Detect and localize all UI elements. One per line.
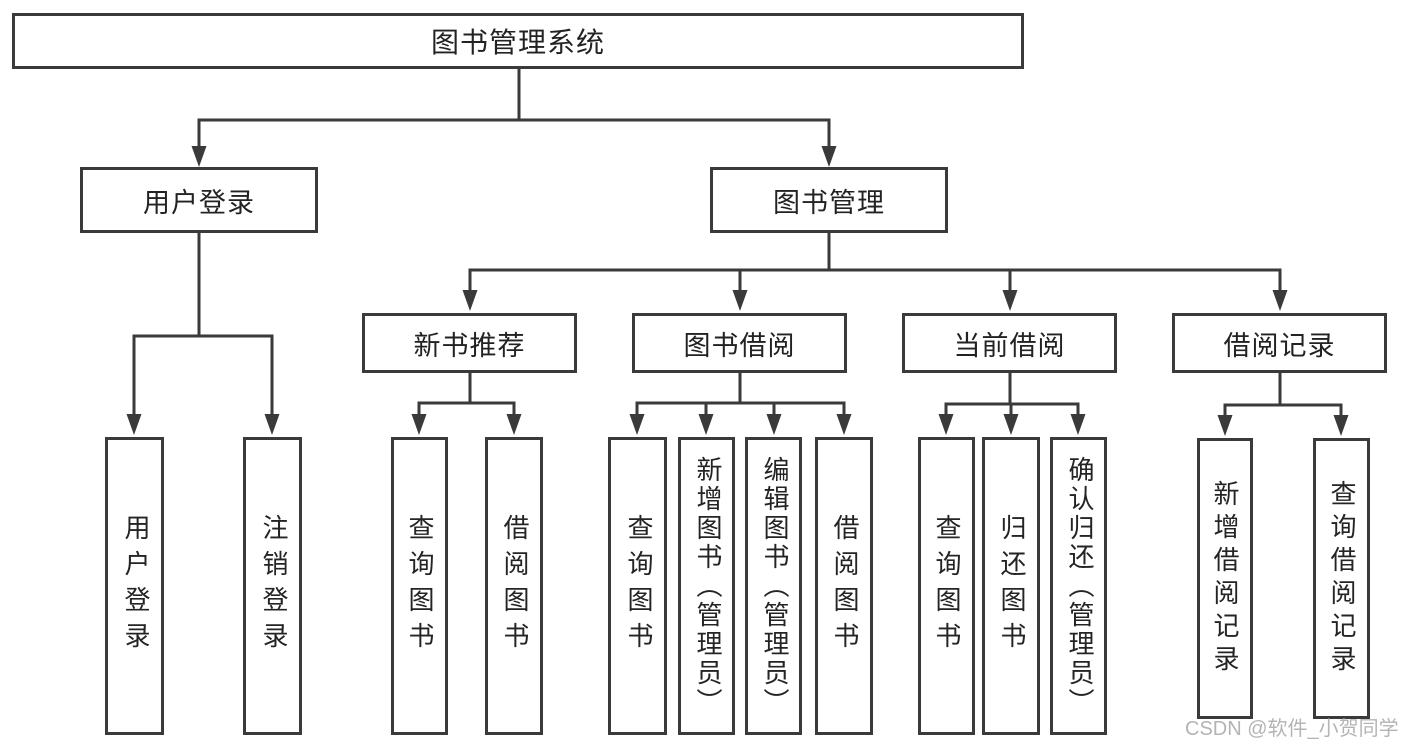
leaf-add-borrow-record: 新增借阅记录 — [1197, 438, 1253, 719]
leaf-return-books: 归还图书 — [982, 437, 1040, 735]
leaf-query-borrow-record: 查询借阅记录 — [1313, 438, 1370, 719]
leaf-add-book-admin: 新增图书（管理员） — [678, 437, 735, 735]
leaf-confirm-return-admin: 确认归还（管理员） — [1050, 437, 1107, 735]
leaf-query-books-current: 查询图书 — [918, 437, 975, 735]
node-book-management: 图书管理 — [710, 167, 948, 233]
leaf-logout: 注销登录 — [243, 437, 302, 735]
node-borrow-records: 借阅记录 — [1172, 313, 1387, 373]
node-book-borrow: 图书借阅 — [632, 313, 847, 373]
leaf-borrow-books-recommend: 借阅图书 — [485, 437, 543, 735]
leaf-borrow-books: 借阅图书 — [815, 437, 873, 735]
leaf-query-books-recommend: 查询图书 — [391, 437, 448, 735]
leaf-query-books-borrow: 查询图书 — [608, 437, 667, 735]
node-library-system: 图书管理系统 — [12, 13, 1024, 69]
arrowheads — [126, 146, 1349, 436]
node-new-book-recommend: 新书推荐 — [362, 313, 577, 373]
leaf-edit-book-admin: 编辑图书（管理员） — [745, 437, 802, 735]
node-user-login: 用户登录 — [80, 167, 318, 233]
leaf-user-login: 用户登录 — [105, 437, 164, 735]
node-current-borrow: 当前借阅 — [902, 313, 1117, 373]
csdn-watermark: CSDN @软件_小贺同学 — [1185, 718, 1399, 740]
connector-paths — [132, 69, 1343, 416]
